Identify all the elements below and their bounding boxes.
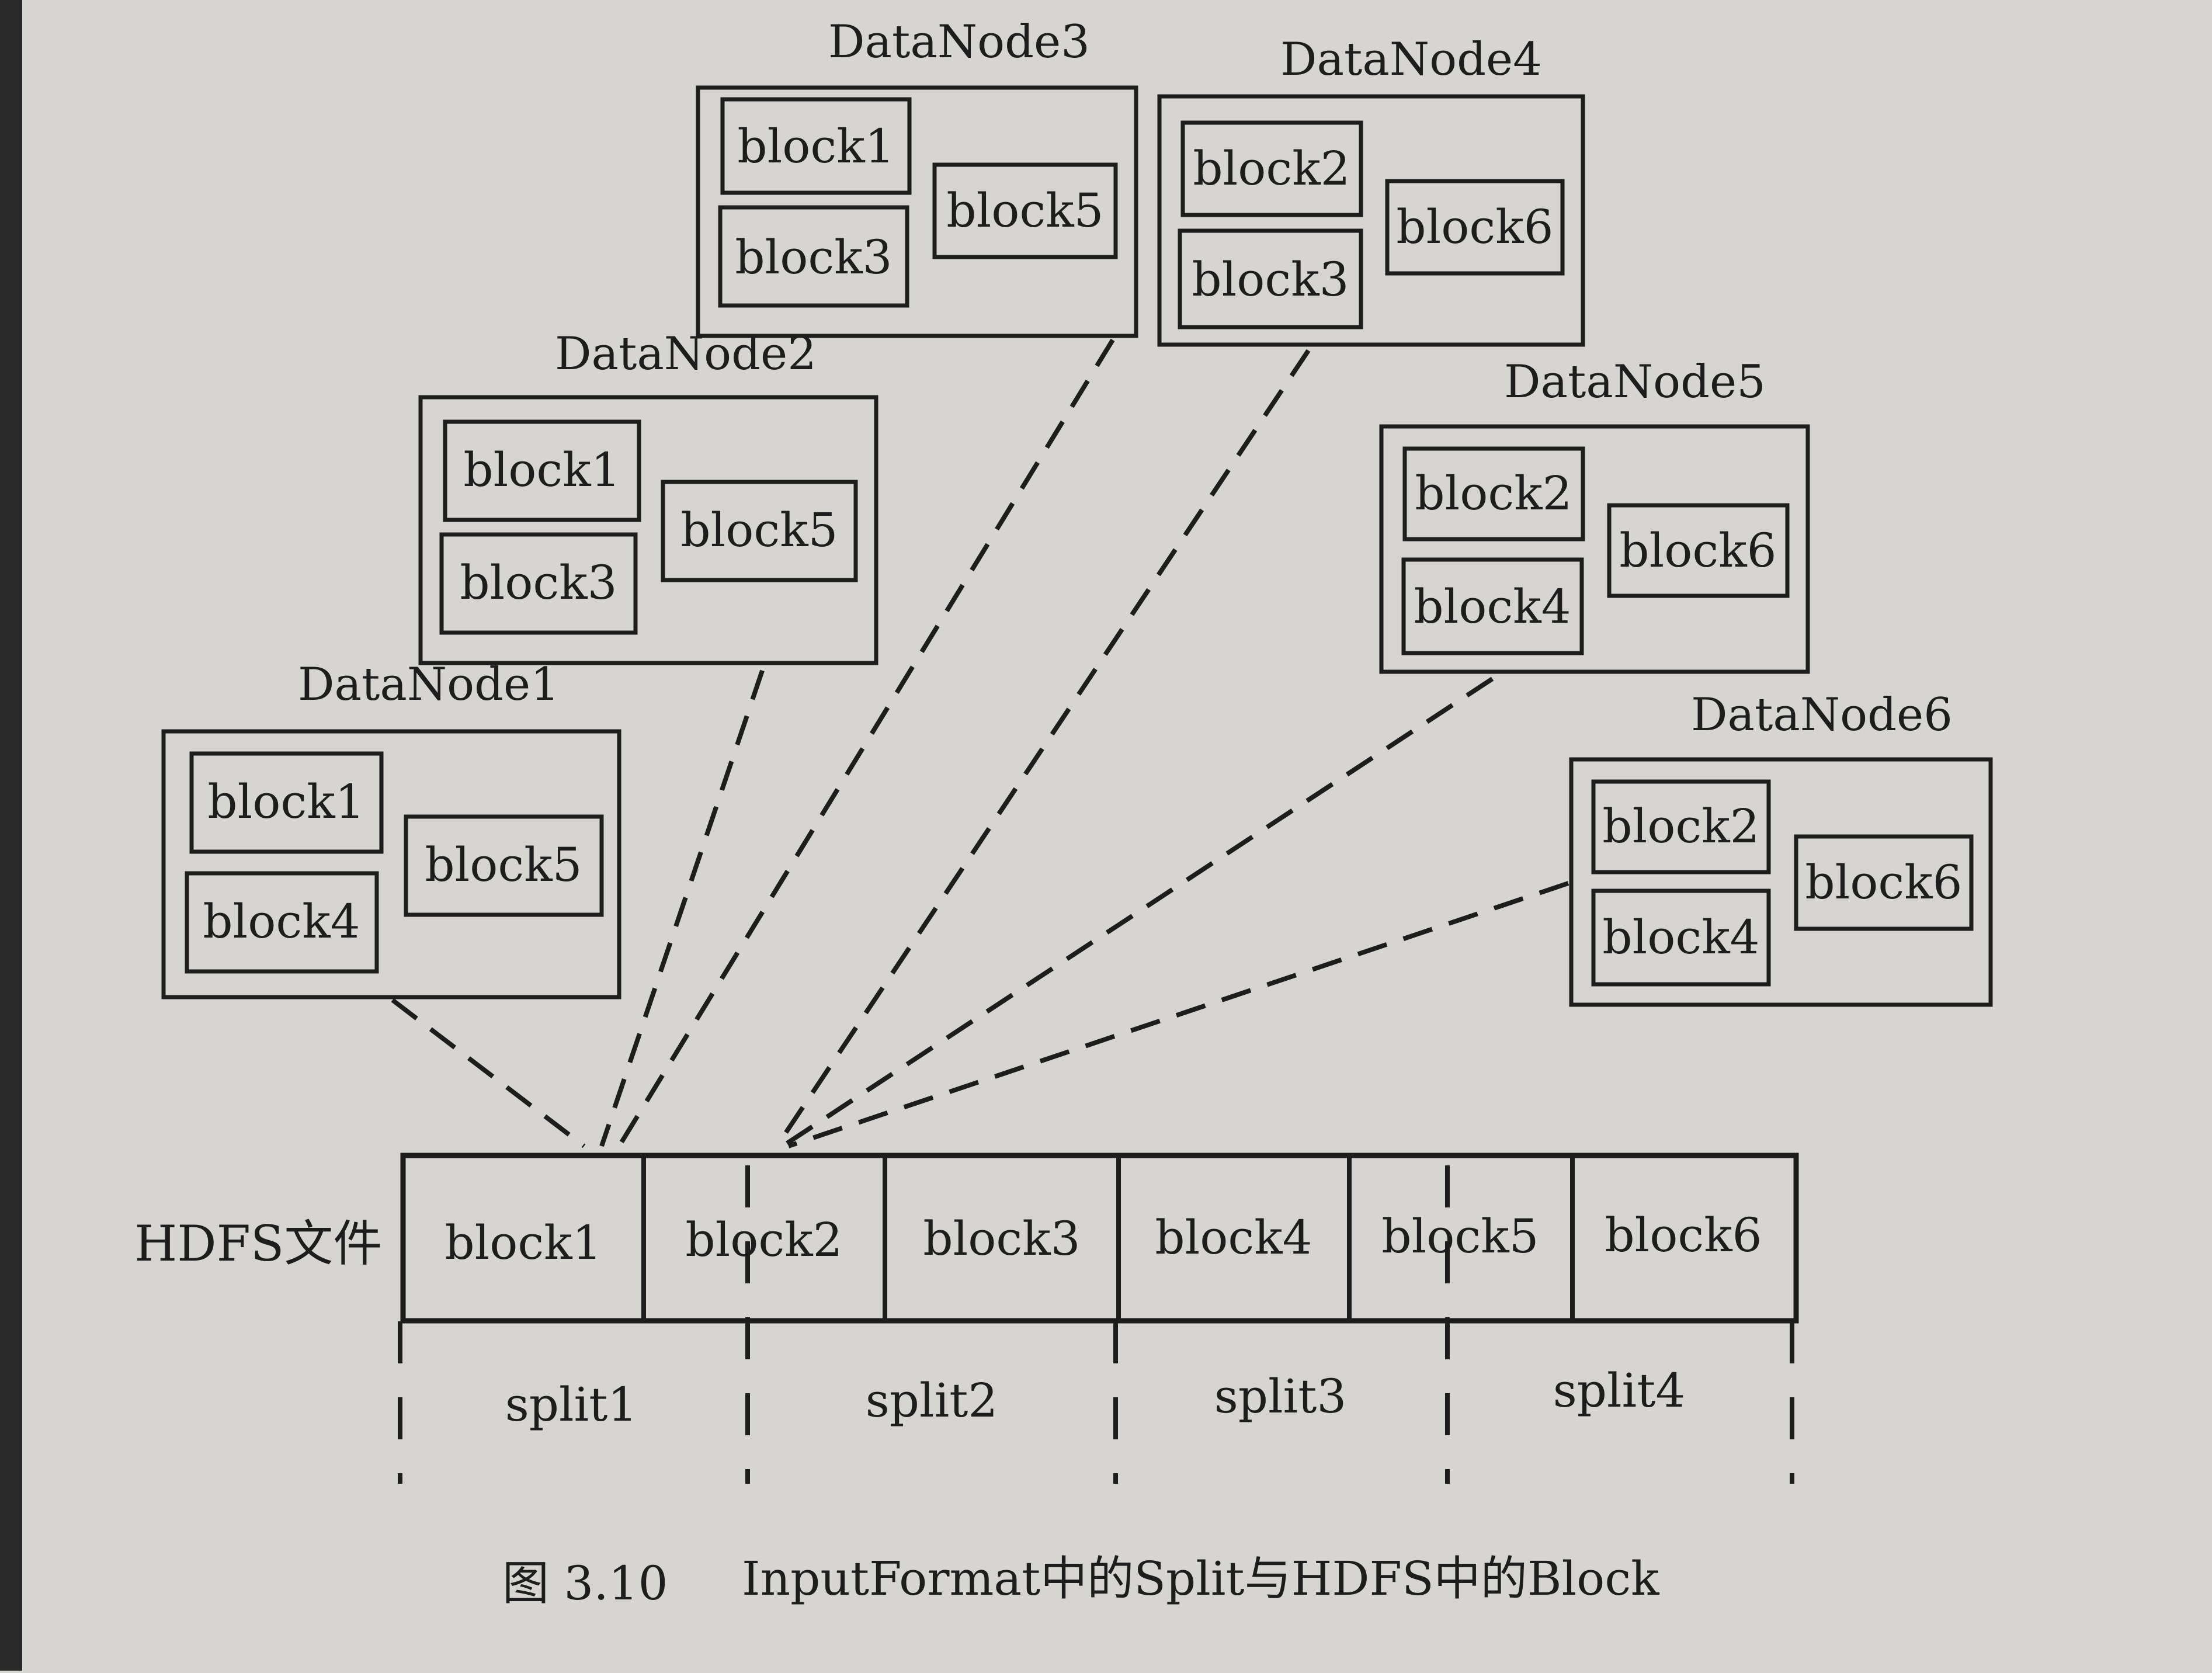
datanode-1-block-c-box [404, 814, 604, 917]
hdfs-block-label: block3 [923, 1212, 1080, 1266]
split-label: split1 [505, 1377, 637, 1432]
datanode-6-block-label: block6 [1805, 855, 1962, 910]
datanode-4 [1157, 94, 1585, 347]
datanode-3-box [696, 85, 1138, 338]
datanode-6-block-label: block2 [1602, 799, 1759, 853]
split-label: split3 [1214, 1369, 1346, 1424]
datanode-4-box [1157, 94, 1585, 347]
datanode-1-block-a-box [189, 751, 384, 854]
hdfs-file-bar [400, 1153, 1799, 1324]
datanode-6-title: DataNode6 [1691, 689, 1953, 741]
datanode-6-block-b-box [1591, 888, 1771, 987]
datanode-4-block-c-box [1385, 179, 1565, 276]
datanode-1-box [161, 729, 621, 999]
datanode-4-block-label: block6 [1396, 200, 1553, 254]
datanode-1-block-label: block4 [203, 894, 360, 949]
connector-datanode3 [617, 338, 1115, 1148]
connector-datanode2 [599, 669, 765, 1147]
datanode-1-title: DataNode1 [298, 658, 560, 711]
datanode-6-block-label: block4 [1602, 910, 1759, 964]
datanode-3-block-b-box [718, 205, 909, 308]
datanode-2-block-b-box [439, 532, 638, 635]
datanode-4-block-b-box [1178, 228, 1363, 329]
datanode-4-block-label: block2 [1193, 141, 1350, 196]
datanode-5-block-a-box [1402, 446, 1585, 542]
datanode-5-box [1379, 424, 1810, 674]
datanode-5-block-c-box [1607, 503, 1790, 598]
datanode-6-box [1569, 757, 1993, 1007]
datanode-2-block-c-box [661, 480, 858, 582]
datanode-1-block-label: block5 [425, 838, 582, 892]
datanode-5-title: DataNode5 [1504, 356, 1766, 408]
datanode-4-block-a-box [1180, 120, 1363, 217]
page-edge-shadow [0, 0, 22, 1671]
datanode-5-block-label: block2 [1415, 466, 1572, 520]
datanode-1 [161, 729, 621, 999]
figure-caption: InputFormat中的Split与HDFS中的Block [742, 1551, 1660, 1606]
datanode-3-block-a-box [720, 97, 912, 195]
datanode-4-title: DataNode4 [1280, 33, 1542, 86]
datanode-2-block-a-box [443, 419, 641, 522]
connector-datanode4 [775, 349, 1311, 1148]
datanode-2-title: DataNode2 [555, 328, 817, 380]
datanode-5-block-label: block6 [1619, 523, 1776, 578]
datanode-2-block-label: block1 [463, 443, 620, 497]
datanode-3-title: DataNode3 [828, 16, 1090, 68]
datanode-2-block-label: block5 [680, 503, 838, 557]
datanode-1-block-label: block1 [207, 775, 364, 829]
hdfs-block-label: block6 [1605, 1208, 1762, 1262]
split-boundaries [398, 1165, 1794, 1484]
datanode-5-block-b-box [1401, 557, 1584, 655]
datanode-4-block-label: block3 [1192, 252, 1349, 307]
datanode-3 [696, 85, 1138, 338]
replica-connectors [391, 338, 1569, 1148]
datanode-2-box [418, 395, 878, 665]
datanode-6-block-c-box [1794, 834, 1974, 931]
hdfs-file-label: HDFS文件 [134, 1215, 382, 1272]
datanode-1-block-b-box [185, 871, 379, 974]
split-label: split4 [1553, 1363, 1685, 1418]
datanode-6 [1569, 757, 1993, 1007]
connector-datanode1 [391, 998, 586, 1148]
datanode-3-block-label: block5 [946, 183, 1103, 238]
datanode-3-block-label: block1 [737, 119, 894, 173]
hdfs-file-outline [400, 1153, 1799, 1324]
datanode-6-block-a-box [1591, 779, 1771, 874]
figure-number: 图 3.10 [502, 1556, 668, 1610]
datanode-3-block-c-box [932, 162, 1118, 259]
hdfs-block-label: block5 [1381, 1209, 1539, 1264]
hdfs-block-label: block4 [1155, 1210, 1312, 1265]
datanode-5 [1379, 424, 1810, 674]
datanode-2-block-label: block3 [460, 556, 617, 610]
connector-datanode6 [787, 881, 1569, 1148]
split-label: split2 [866, 1373, 998, 1428]
hdfs-block-label: block2 [685, 1213, 842, 1267]
hdfs-block-label: block1 [445, 1216, 602, 1270]
datanode-5-block-label: block4 [1414, 579, 1571, 634]
datanode-2 [418, 395, 878, 665]
datanode-3-block-label: block3 [735, 230, 892, 284]
